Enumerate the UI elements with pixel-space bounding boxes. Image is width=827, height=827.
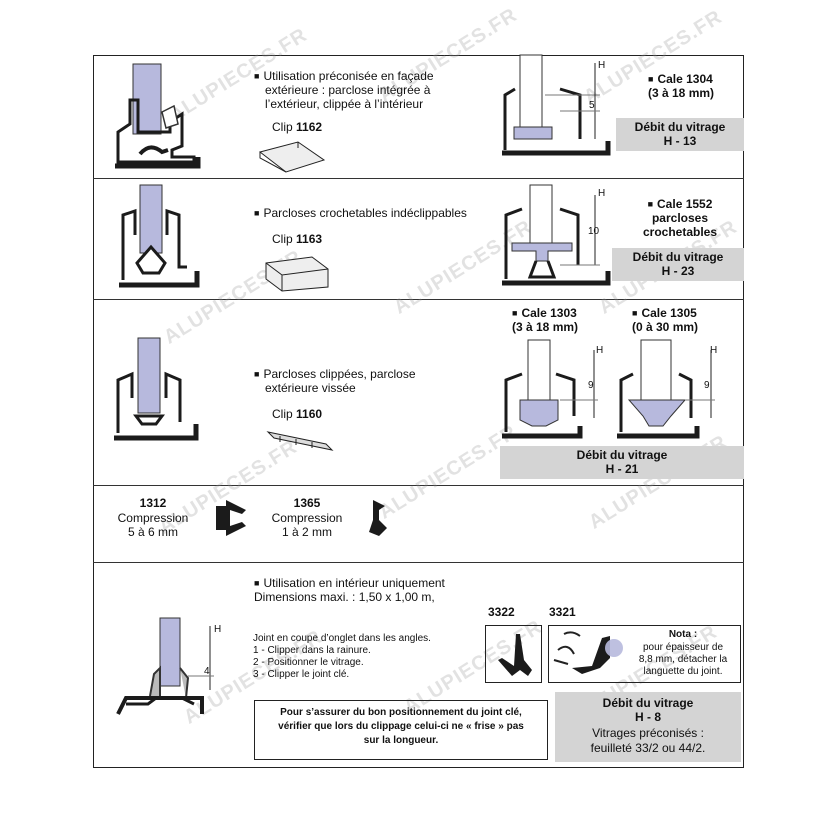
joint-3321-drawing (553, 631, 623, 674)
cale-range: (0 à 30 mm) (632, 320, 699, 334)
warning-box (254, 700, 548, 760)
warning-text: Pour s’assurer du bon positionnement du … (280, 707, 522, 718)
vitrages-text: feuilleté 33/2 ou 44/2. (590, 741, 706, 755)
profile-section-drawing (116, 617, 214, 715)
debit-value: H - 21 (605, 462, 639, 476)
debit-title: Débit du vitrage (602, 696, 694, 710)
cale-section-drawing (502, 184, 611, 286)
cale-title: Cale 1304 (648, 72, 712, 87)
clip-1163-drawing (265, 256, 329, 292)
row-separator (93, 562, 744, 563)
dimension-h: H (598, 60, 606, 71)
cale-section-drawing (502, 54, 611, 156)
joint-1312-range: 5 à 6 mm (127, 525, 178, 539)
joint-1312-label: Compression (117, 511, 189, 525)
profile-section-drawing (115, 63, 201, 169)
usage-text: Utilisation préconisée en façade (254, 69, 433, 84)
dimensions-text: Dimensions maxi. : 1,50 x 1,00 m, (254, 590, 435, 604)
debit-panel (555, 692, 741, 762)
debit-panel (500, 446, 744, 479)
joint-1365-range: 1 à 2 mm (281, 525, 332, 539)
document-frame (93, 55, 744, 768)
instruction-step: 2 - Positionner le vitrage. (253, 657, 364, 668)
joint-3322-drawing (498, 634, 532, 676)
row-separator (93, 299, 744, 300)
profile-section-drawing (119, 184, 200, 288)
profile-section-drawing (114, 337, 199, 441)
dimension-value: 5 (589, 100, 595, 111)
debit-panel (616, 118, 744, 151)
warning-text: sur la longueur. (363, 735, 439, 746)
dimension-value: 10 (588, 226, 600, 237)
debit-value: H - 13 (663, 134, 697, 148)
dimension-value: 9 (588, 380, 594, 391)
joint-3321-box (548, 625, 741, 683)
joint-1312-number: 1312 (139, 496, 167, 510)
nota-text: 8,8 mm, détacher la (638, 654, 728, 665)
debit-title: Débit du vitrage (576, 448, 668, 462)
instruction-text: Joint en coupe d’onglet dans les angles. (253, 633, 431, 644)
dimension-value: 4 (204, 666, 210, 677)
usage-text: extérieure : parclose intégrée à (265, 83, 431, 97)
joint-ref: 3321 (549, 605, 576, 619)
row-separator (93, 178, 744, 179)
clip-1160-drawing (266, 431, 334, 451)
dimension-h: H (598, 188, 606, 199)
cale-title: parcloses (651, 211, 709, 225)
joint-3322-box (485, 625, 542, 683)
cale-range: (3 à 18 mm) (648, 86, 715, 100)
debit-panel (612, 248, 744, 281)
debit-value: H - 8 (634, 710, 661, 724)
cale-title: Cale 1305 (632, 306, 696, 321)
cale-1305-drawing (617, 339, 715, 439)
debit-title: Débit du vitrage (634, 120, 726, 134)
debit-title: Débit du vitrage (632, 250, 724, 264)
dimension-h: H (214, 624, 222, 635)
cale-title: Cale 1303 (512, 306, 576, 321)
usage-text: l’extérieur, clippée à l’intérieur (265, 97, 424, 111)
nota-title: Nota : (668, 629, 698, 640)
joint-ref: 3322 (488, 605, 515, 619)
clip-label: Clip 1163 (272, 232, 323, 246)
clip-label: Clip 1162 (272, 120, 323, 134)
cale-range: (3 à 18 mm) (512, 320, 579, 334)
instruction-step: 3 - Clipper le joint clé. (253, 669, 350, 680)
dimension-h: H (710, 345, 718, 356)
nota-text: languette du joint. (643, 666, 723, 677)
row-separator (93, 485, 744, 486)
dimension-value: 9 (704, 380, 710, 391)
warning-text: vérifier que lors du clippage celui-ci n… (278, 721, 524, 732)
joint-1365-label: Compression (271, 511, 343, 525)
cale-title: crochetables (642, 225, 718, 239)
joint-1365-drawing (369, 500, 387, 536)
usage-text: Parcloses clippées, parclose (254, 367, 415, 382)
joint-1365-number: 1365 (293, 496, 321, 510)
joint-1312-drawing (216, 500, 246, 536)
dimension-h: H (596, 345, 604, 356)
cale-title: Cale 1552 (620, 197, 740, 212)
cale-1303-drawing (502, 339, 598, 439)
debit-value: H - 23 (661, 264, 695, 278)
usage-text: Parcloses crochetables indéclippables (254, 206, 466, 221)
vitrages-text: Vitrages préconisés : (592, 726, 704, 740)
clip-label: Clip 1160 (272, 407, 323, 421)
nota-text: pour épaisseur de (642, 642, 724, 653)
usage-text: extérieure vissée (265, 381, 356, 395)
clip-1162-drawing (258, 141, 326, 173)
instruction-step: 1 - Clipper dans la rainure. (253, 645, 371, 656)
usage-text: Utilisation en intérieur uniquement (254, 576, 444, 591)
